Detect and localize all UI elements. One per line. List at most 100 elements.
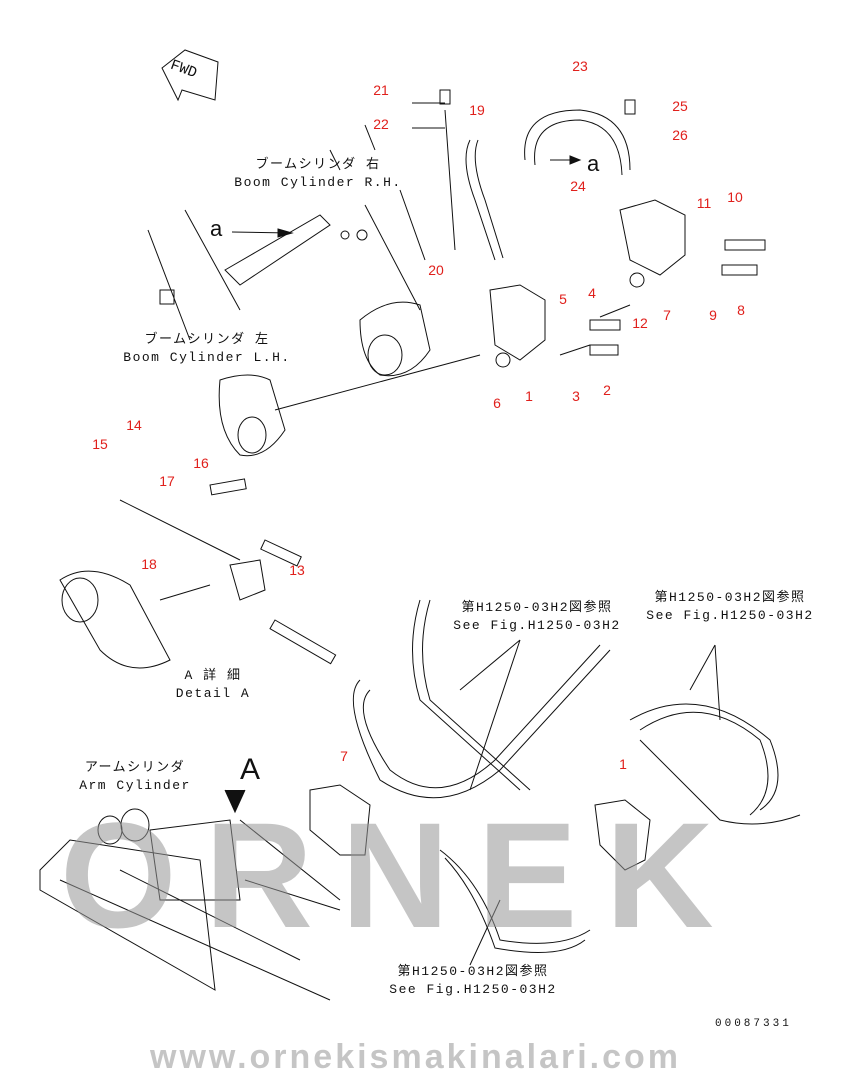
washer	[340, 230, 350, 240]
ref-en: See Fig.H1250-03H2	[389, 982, 557, 997]
callout-2[interactable]: 2	[603, 382, 611, 398]
lower-valve-1	[594, 799, 651, 871]
watermark-url: www.ornekismakinalari.com	[150, 1038, 682, 1076]
hose	[352, 644, 611, 799]
cylinder-eye	[120, 808, 150, 842]
leader-lines	[329, 124, 426, 311]
lower-valve-7	[309, 784, 371, 856]
watermark-brand: ORNEK	[60, 791, 742, 959]
callout-17[interactable]: 17	[159, 473, 175, 489]
leader-lines	[147, 209, 241, 341]
arm-cylinder-body	[149, 819, 241, 901]
callout-11[interactable]: 11	[696, 195, 712, 211]
hose	[439, 849, 591, 953]
boom-lh-jp: ブームシリンダ 左	[144, 332, 270, 347]
arm-boom-structure	[39, 839, 216, 991]
o-ring	[495, 352, 511, 368]
callout-20[interactable]: 20	[428, 262, 444, 278]
leader-lines	[119, 499, 241, 601]
arrow-head	[569, 155, 582, 165]
view-marker-big-a: A	[240, 753, 261, 786]
ref-jp: 第H1250-03H2図参照	[397, 964, 549, 979]
tube-23	[524, 109, 631, 171]
arm-en: Arm Cylinder	[79, 778, 191, 793]
leader-line	[274, 354, 481, 411]
bolt-16	[209, 478, 247, 496]
callout-21[interactable]: 21	[373, 82, 389, 98]
callout-24[interactable]: 24	[570, 178, 586, 194]
callout-14[interactable]: 14	[126, 417, 142, 433]
callout-3[interactable]: 3	[572, 388, 580, 404]
o-ring	[629, 272, 645, 288]
arm-cylinder-label: アームシリンダ Arm Cylinder	[79, 759, 191, 795]
cylinder-eye	[237, 416, 267, 454]
detail-a-en: Detail A	[175, 686, 251, 701]
ref-jp: 第H1250-03H2図参照	[461, 600, 613, 615]
safety-valve-1	[489, 284, 546, 361]
bolt	[260, 539, 302, 567]
ref-en: See Fig.H1250-03H2	[453, 618, 621, 633]
reference-label: 第H1250-03H2図参照 See Fig.H1250-03H2	[453, 599, 620, 635]
hose	[639, 739, 801, 825]
drawing-code: 00087331	[715, 1018, 792, 1030]
boom-rh-cylinder-end	[359, 301, 431, 377]
arm-jp: アームシリンダ	[84, 760, 186, 775]
bolt	[724, 239, 766, 251]
callout-5[interactable]: 5	[559, 291, 567, 307]
callout-10[interactable]: 10	[727, 189, 743, 205]
boom-lh-cylinder-end	[218, 374, 286, 457]
callout-6[interactable]: 6	[493, 395, 501, 411]
bolt	[589, 319, 621, 331]
callout-26[interactable]: 26	[672, 127, 688, 143]
bolt	[721, 264, 758, 276]
tube-23	[534, 119, 623, 176]
callout-1-lower[interactable]: 1	[619, 756, 627, 772]
callout-7-lower[interactable]: 7	[340, 748, 348, 764]
detail-a-jp: A 詳 細	[184, 668, 242, 683]
view-arrow	[224, 789, 246, 814]
bolt	[269, 619, 337, 665]
callout-15[interactable]: 15	[92, 436, 108, 452]
callout-25[interactable]: 25	[672, 98, 688, 114]
cylinder-eye	[61, 577, 99, 623]
callout-23[interactable]: 23	[572, 58, 588, 74]
view-marker-a: a	[587, 151, 600, 176]
callout-4[interactable]: 4	[588, 285, 596, 301]
reference-leaders	[459, 639, 721, 966]
bracket	[224, 214, 331, 286]
arm-lines	[59, 869, 331, 1001]
arrow-head	[277, 228, 294, 238]
detail-a-label: A 詳 細 Detail A	[176, 667, 250, 703]
detail-a-valve	[229, 559, 266, 601]
arm-rod	[239, 819, 341, 911]
safety-valve-7	[619, 199, 686, 276]
callout-16[interactable]: 16	[193, 455, 209, 471]
leader-lines	[412, 102, 631, 356]
callout-12[interactable]: 12	[632, 315, 648, 331]
reference-label: 第H1250-03H2図参照 See Fig.H1250-03H2	[389, 963, 556, 999]
bolt	[589, 344, 619, 356]
cylinder-eye	[367, 334, 403, 376]
bolt-25	[624, 99, 636, 115]
callout-1[interactable]: 1	[525, 388, 533, 404]
detail-a-cylinder	[59, 570, 171, 669]
hose	[412, 599, 531, 791]
tube-19	[474, 139, 504, 259]
plate	[159, 289, 175, 305]
ref-en: See Fig.H1250-03H2	[646, 608, 814, 623]
callout-18[interactable]: 18	[141, 556, 157, 572]
boom-rh-jp: ブームシリンダ 右	[255, 157, 381, 172]
callout-13[interactable]: 13	[289, 562, 305, 578]
reference-label: 第H1250-03H2図参照 See Fig.H1250-03H2	[646, 589, 813, 625]
bolt-21	[439, 89, 451, 105]
callout-7[interactable]: 7	[663, 307, 671, 323]
callout-19[interactable]: 19	[469, 102, 485, 118]
callout-8[interactable]: 8	[737, 302, 745, 318]
hose	[629, 703, 779, 816]
boom-rh-en: Boom Cylinder R.H.	[234, 175, 402, 190]
callout-9[interactable]: 9	[709, 307, 717, 323]
tube-19	[465, 139, 496, 261]
nut	[356, 229, 368, 241]
callout-22[interactable]: 22	[373, 116, 389, 132]
